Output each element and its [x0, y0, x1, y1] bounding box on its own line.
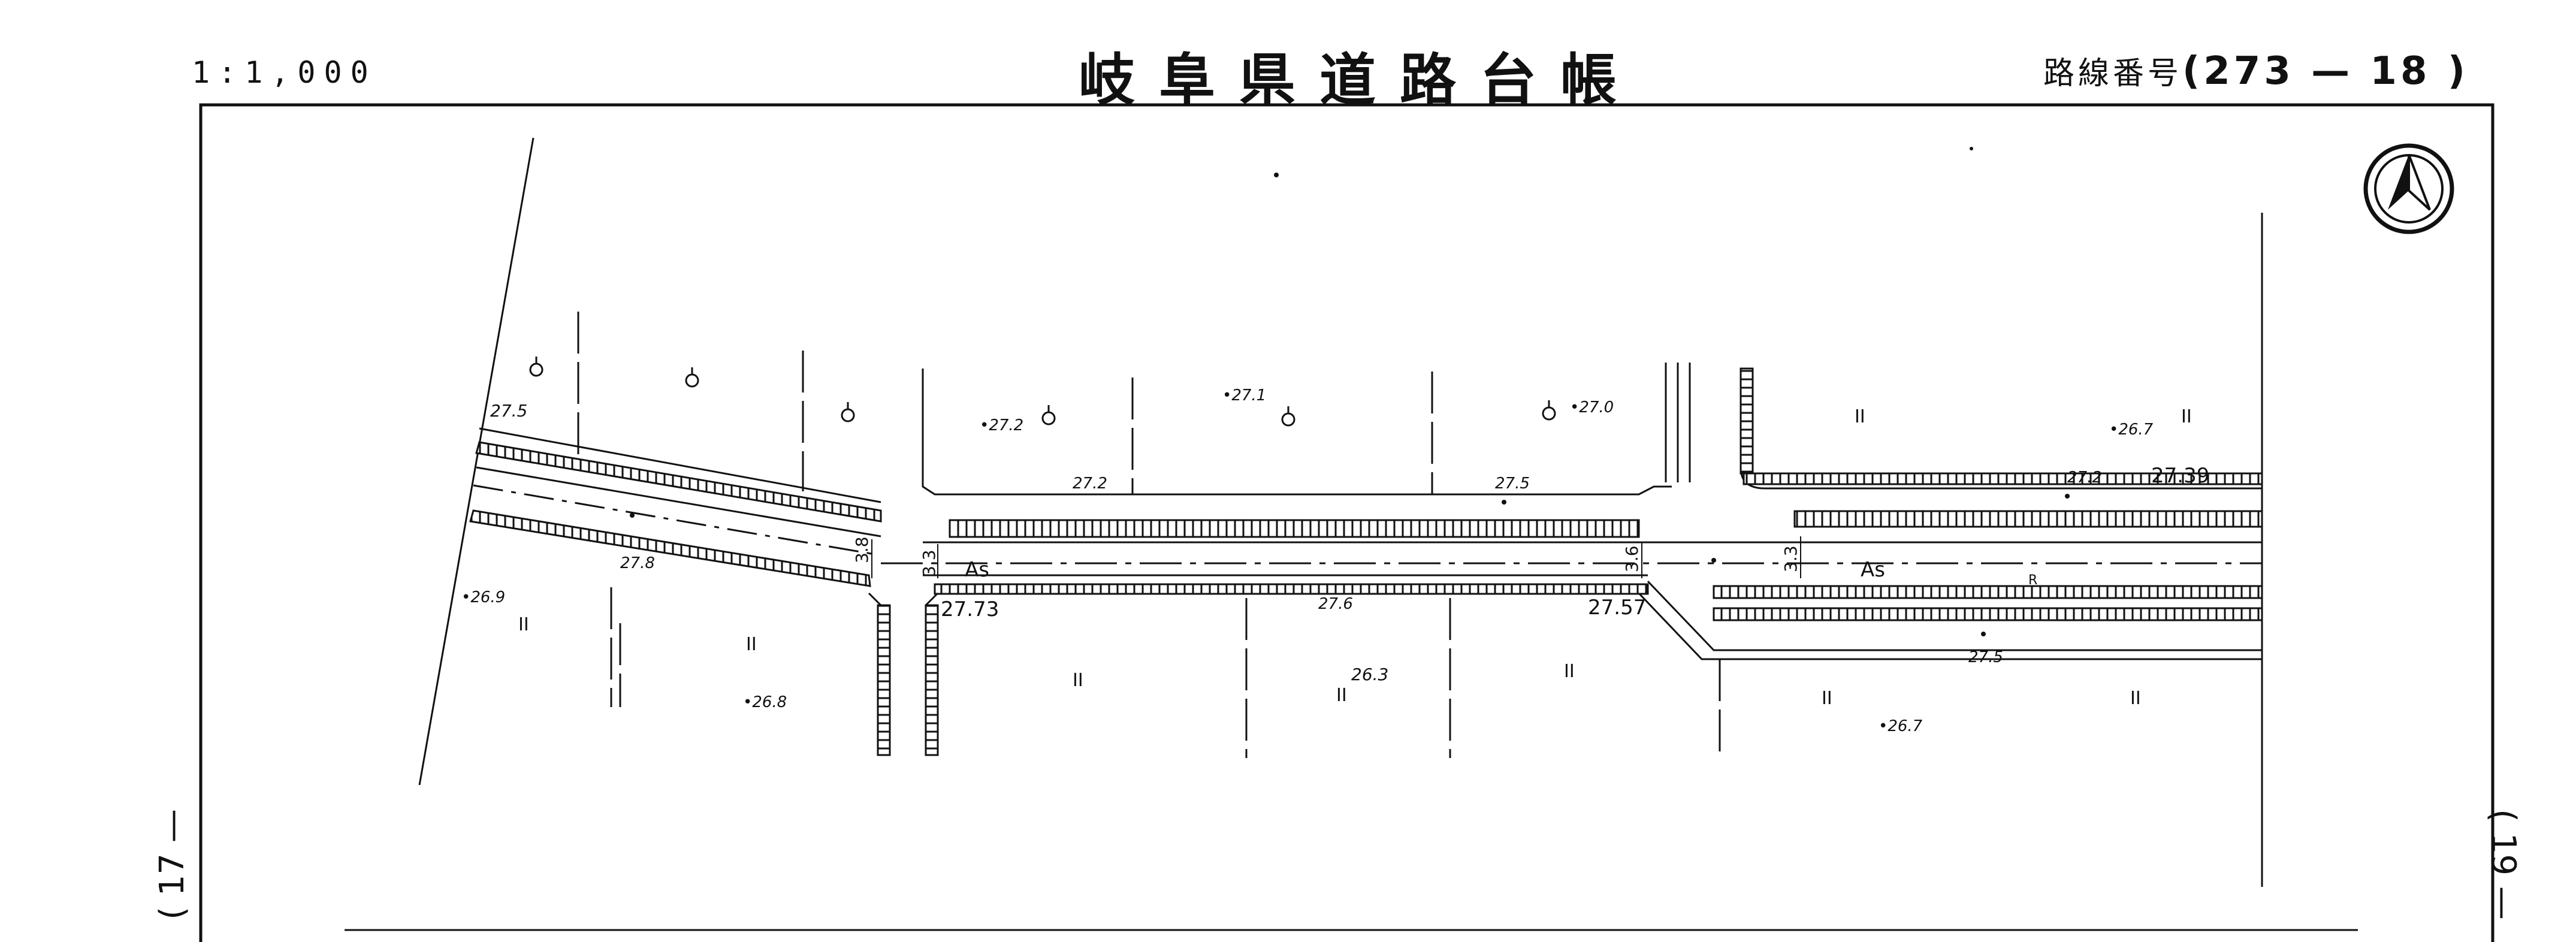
page-title: 岐阜県道路台帳	[1079, 47, 1641, 113]
paddy-symbol: II	[2181, 406, 2192, 427]
road-width-label: 3.3	[919, 550, 939, 576]
paddy-symbol: II	[518, 614, 529, 635]
road-width-label: 3.8	[852, 536, 872, 563]
pavement-label: As	[965, 558, 989, 582]
elevation-label: •27.1	[1222, 387, 1266, 404]
road-main-section	[881, 369, 2262, 595]
route-number-value: (273 — 18 )	[2182, 49, 2469, 93]
elevation-label: 27.2	[1073, 475, 1107, 493]
elevation-label: 27.5	[1495, 475, 1530, 493]
road-width-label: 3.6	[1622, 545, 1642, 572]
parcel-boundaries	[577, 312, 1721, 758]
paddy-symbol: II	[1564, 661, 1575, 682]
elevation-labels: 27.5 27.8 •26.9 •26.8 •27.2 •27.1 •27.0 …	[461, 387, 2209, 735]
elevation-label: 27.57	[1588, 596, 1646, 620]
paddy-symbol: II	[1336, 685, 1347, 706]
sheet-frame	[199, 103, 2495, 942]
paddy-symbol: II	[2130, 688, 2141, 709]
elevation-label: 27.2	[2067, 469, 2102, 487]
road-width-label: 3.3	[1781, 545, 1801, 572]
tree-symbols	[529, 357, 1556, 427]
road-east-section	[1638, 367, 2263, 660]
route-number: 路線番号(273 — 18 )	[2043, 48, 2469, 93]
width-dimensions: 3.8 3.3 3.6 3.3	[852, 536, 1801, 578]
marker-label: R	[2028, 573, 2037, 588]
elevation-label: •26.8	[743, 693, 787, 711]
paddy-symbol: II	[746, 634, 757, 655]
map-scale: 1:1,000	[192, 55, 377, 90]
elevation-label: •27.2	[980, 416, 1023, 434]
elevation-label: •26.7	[1879, 717, 1923, 735]
elevation-label: 27.73	[941, 597, 999, 621]
elevation-label: 26.3	[1351, 665, 1388, 684]
elevation-label: 27.5	[490, 401, 527, 421]
elevation-label: •27.0	[1570, 398, 1614, 416]
land-use-symbols: II II II II II II II II II	[518, 406, 2192, 709]
paddy-symbol: II	[1822, 688, 1832, 709]
survey-points	[630, 147, 2070, 636]
drainage-channel	[1665, 363, 1691, 482]
north-arrow-icon	[2363, 143, 2454, 234]
paddy-symbol: II	[1855, 406, 1865, 427]
elevation-label: •26.7	[2109, 421, 2154, 439]
pavement-label: As	[1861, 558, 1885, 582]
elevation-label: 27.6	[1318, 595, 1353, 613]
road-west-section	[469, 427, 882, 587]
boundary-line	[418, 137, 534, 786]
elevation-label: •26.9	[461, 588, 505, 606]
paddy-symbol: II	[1073, 670, 1083, 691]
elevation-label: 27.5	[1968, 648, 2003, 666]
drainage-channel	[868, 592, 939, 756]
route-number-label: 路線番号	[2043, 56, 2183, 92]
elevation-label: 27.8	[620, 554, 655, 572]
elevation-label: 27.39	[2151, 464, 2209, 488]
